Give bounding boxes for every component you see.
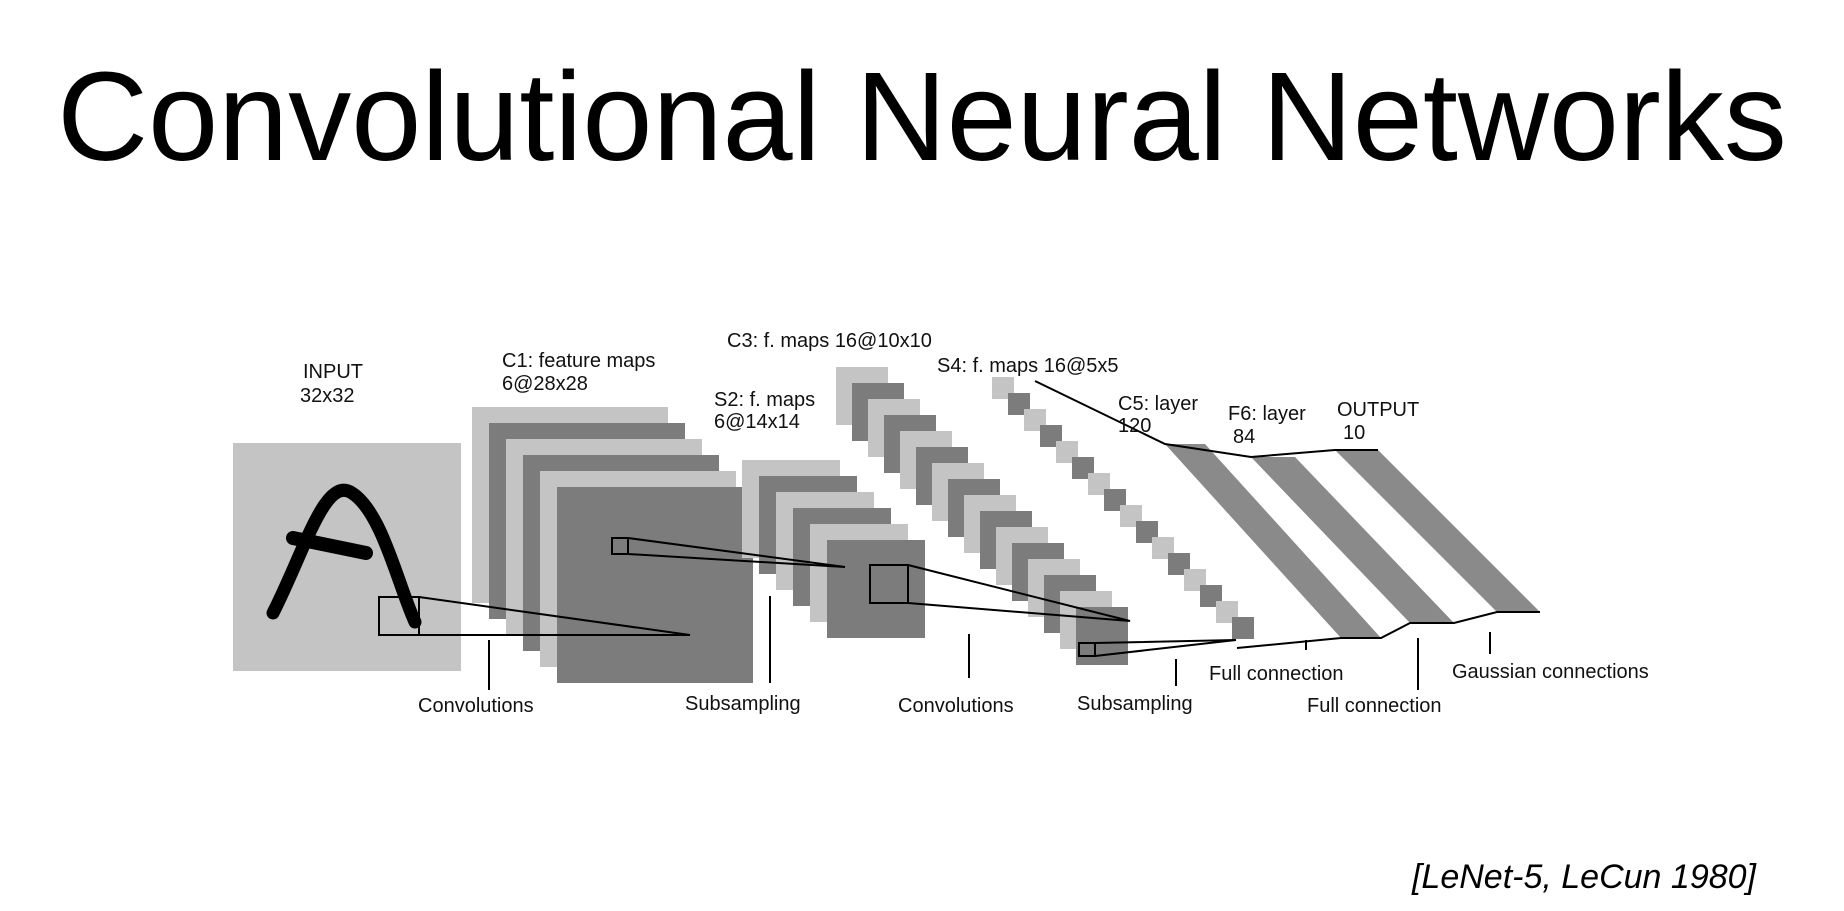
- op-subsampling-2: Subsampling: [1077, 693, 1193, 715]
- c1-layer-name: C1: feature maps: [502, 350, 655, 372]
- op-full-connection-2: Full connection: [1307, 695, 1442, 717]
- op-convolutions-1: Convolutions: [418, 695, 534, 717]
- diagram-labels: INPUT 32x32 C1: feature maps 6@28x28 S2:…: [300, 330, 1649, 717]
- op-convolutions-2: Convolutions: [898, 695, 1014, 717]
- f6-layer-name: F6: layer: [1228, 403, 1306, 425]
- s2-layer-size: 6@14x14: [714, 411, 800, 433]
- operation-pointer-ticks: [488, 596, 1491, 690]
- c3-layer-name: C3: f. maps 16@10x10: [727, 330, 932, 352]
- connection-outlines: [1034, 380, 1540, 649]
- output-layer-size: 10: [1343, 422, 1365, 444]
- op-full-connection-1: Full connection: [1209, 663, 1344, 685]
- c5-to-f6-connection-band: [1165, 444, 1381, 638]
- c5-layer-size: 120: [1118, 415, 1151, 437]
- citation: [LeNet-5, LeCun 1980]: [1411, 858, 1756, 896]
- c1-map-6: [557, 487, 753, 683]
- op-gaussian-connections: Gaussian connections: [1452, 661, 1649, 683]
- slide-title: Convolutional Neural Networks: [57, 46, 1787, 187]
- c3-feature-map-stack: [836, 367, 1128, 665]
- s2-receptive-field: [869, 564, 909, 604]
- output-layer-name: OUTPUT: [1337, 399, 1419, 421]
- c5-layer-name: C5: layer: [1118, 393, 1198, 415]
- handwritten-letter-a-icon: [266, 484, 422, 629]
- diagram-shapes: [233, 367, 1540, 690]
- projection-cones: [418, 537, 1237, 657]
- op-subsampling-1: Subsampling: [685, 693, 801, 715]
- s4-receptive-field: [1078, 642, 1096, 657]
- input-receptive-field: [378, 596, 420, 636]
- s4-feature-map-stack: [992, 377, 1254, 639]
- s2-map-6: [827, 540, 925, 638]
- f6-layer-size: 84: [1233, 426, 1255, 448]
- c1-layer-size: 6@28x28: [502, 373, 588, 395]
- c1-feature-map-stack: [472, 407, 753, 683]
- input-image: [233, 443, 461, 671]
- f6-to-output-connection-band: [1251, 457, 1454, 623]
- output-connection-band: [1335, 450, 1540, 612]
- input-layer-name: INPUT: [303, 361, 363, 383]
- s2-layer-name: S2: f. maps: [714, 389, 815, 411]
- s4-layer-name: S4: f. maps 16@5x5: [937, 355, 1119, 377]
- s4-map-16: [1232, 617, 1254, 639]
- input-layer-size: 32x32: [300, 385, 355, 407]
- c1-receptive-field: [611, 537, 629, 555]
